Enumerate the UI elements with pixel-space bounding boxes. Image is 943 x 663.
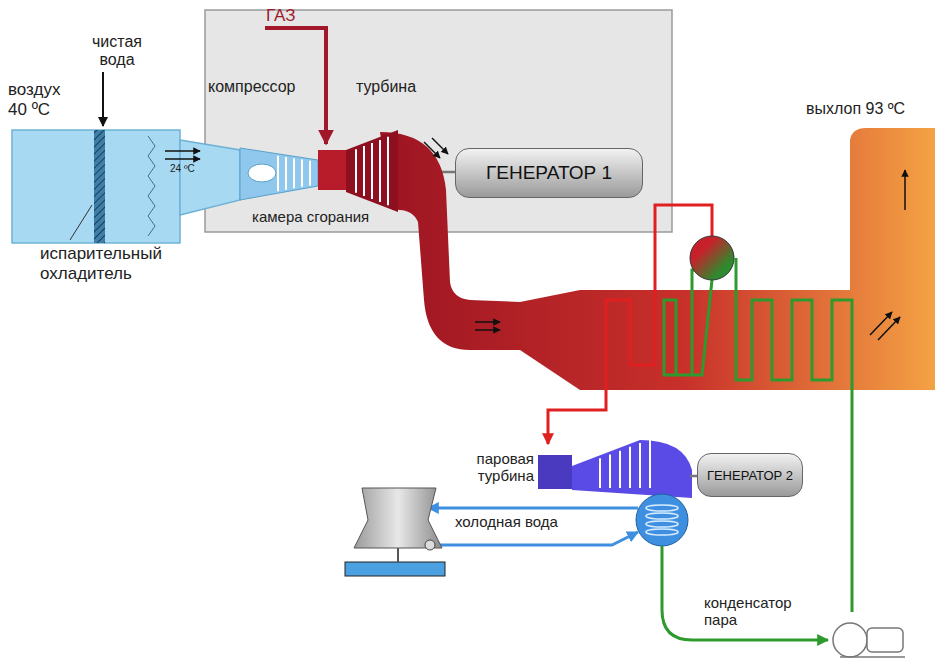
part-label: холодная вода (455, 513, 558, 530)
part-label: компрессор (208, 78, 296, 96)
steam-line (548, 205, 712, 444)
condenser (636, 494, 688, 546)
condensate-line (662, 546, 828, 640)
air-arrow (165, 158, 200, 160)
part-label: испарительный охладитель (40, 244, 190, 283)
steam-turbine (538, 439, 692, 498)
part-label: ГАЗ (266, 6, 295, 26)
generator-box: ГЕНЕРАТОР 2 (697, 453, 803, 497)
water-arrow (102, 72, 104, 126)
evaporator-loop (664, 270, 712, 375)
part-label: конденсатор пара (704, 594, 814, 629)
feedwater-line (736, 258, 852, 612)
part-label: выхлоп 93 ºC (806, 100, 905, 118)
pump (833, 623, 905, 657)
part-label: паровая турбина (446, 450, 534, 485)
evaporative-cooler (12, 130, 240, 243)
part-label: воздух 40 ºC (8, 80, 72, 119)
generator-box: ГЕНЕРАТОР 1 (455, 148, 643, 198)
gas-turbine (346, 130, 398, 212)
cold-water-line (432, 532, 638, 545)
part-label: 24 ºC (170, 163, 195, 175)
part-label: чистая вода (82, 33, 152, 70)
steam-drum (690, 236, 734, 280)
compressor (240, 148, 318, 200)
air-arrow (165, 150, 200, 152)
combustion-chamber (318, 150, 346, 190)
leader-line (70, 205, 92, 240)
part-label: камера сгорания (252, 208, 369, 225)
node-text: ГЕНЕРАТОР 2 (707, 468, 793, 483)
part-label: турбина (356, 78, 416, 96)
node-text: ГЕНЕРАТОР 1 (486, 162, 612, 184)
hot-water-line (428, 507, 638, 510)
cooling-tower (345, 488, 445, 576)
